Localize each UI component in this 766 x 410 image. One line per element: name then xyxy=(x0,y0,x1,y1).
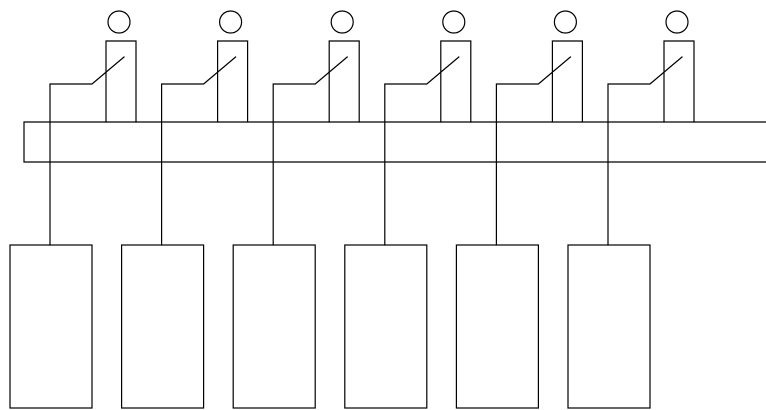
schematic-diagram xyxy=(0,0,766,410)
background xyxy=(0,0,766,410)
